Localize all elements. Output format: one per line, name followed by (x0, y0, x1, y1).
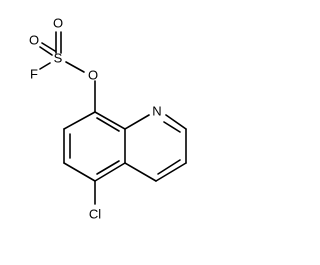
bond-c3-c4 (155, 162, 187, 182)
bond-s-o-left-b (41, 42, 56, 52)
atom-o-ester: O (88, 68, 98, 83)
bond-c6-c5 (63, 162, 96, 182)
bond-c5-c4a-inner (96, 160, 120, 175)
bond-n1-c2-inner (163, 121, 181, 133)
bond-c5-c4a (94, 162, 126, 182)
bond-c3-c4-inner (157, 159, 181, 175)
chemical-structure: O O S F O N Cl (29, 16, 187, 222)
bonds (39, 31, 187, 205)
atom-o-top: O (53, 16, 63, 31)
bond-s-f (39, 62, 51, 70)
bond-s-o-ester (65, 61, 85, 73)
bond-c8a-c8-inner (96, 117, 120, 132)
atom-nitrogen: N (152, 104, 161, 119)
bond-c8a-c8 (94, 111, 126, 130)
atom-o-left: O (29, 33, 39, 48)
atom-chlorine: Cl (89, 207, 101, 222)
atom-fluorine: F (30, 67, 38, 82)
bond-c8a-n1 (124, 114, 150, 130)
bond-n1-c2 (165, 114, 187, 130)
bond-s-o-left-a (39, 46, 53, 56)
atom-labels: O O S F O N Cl (29, 16, 162, 222)
atom-sulfur: S (54, 51, 63, 66)
bond-c4-c4a (124, 162, 157, 182)
bond-c8-c7 (63, 111, 96, 130)
